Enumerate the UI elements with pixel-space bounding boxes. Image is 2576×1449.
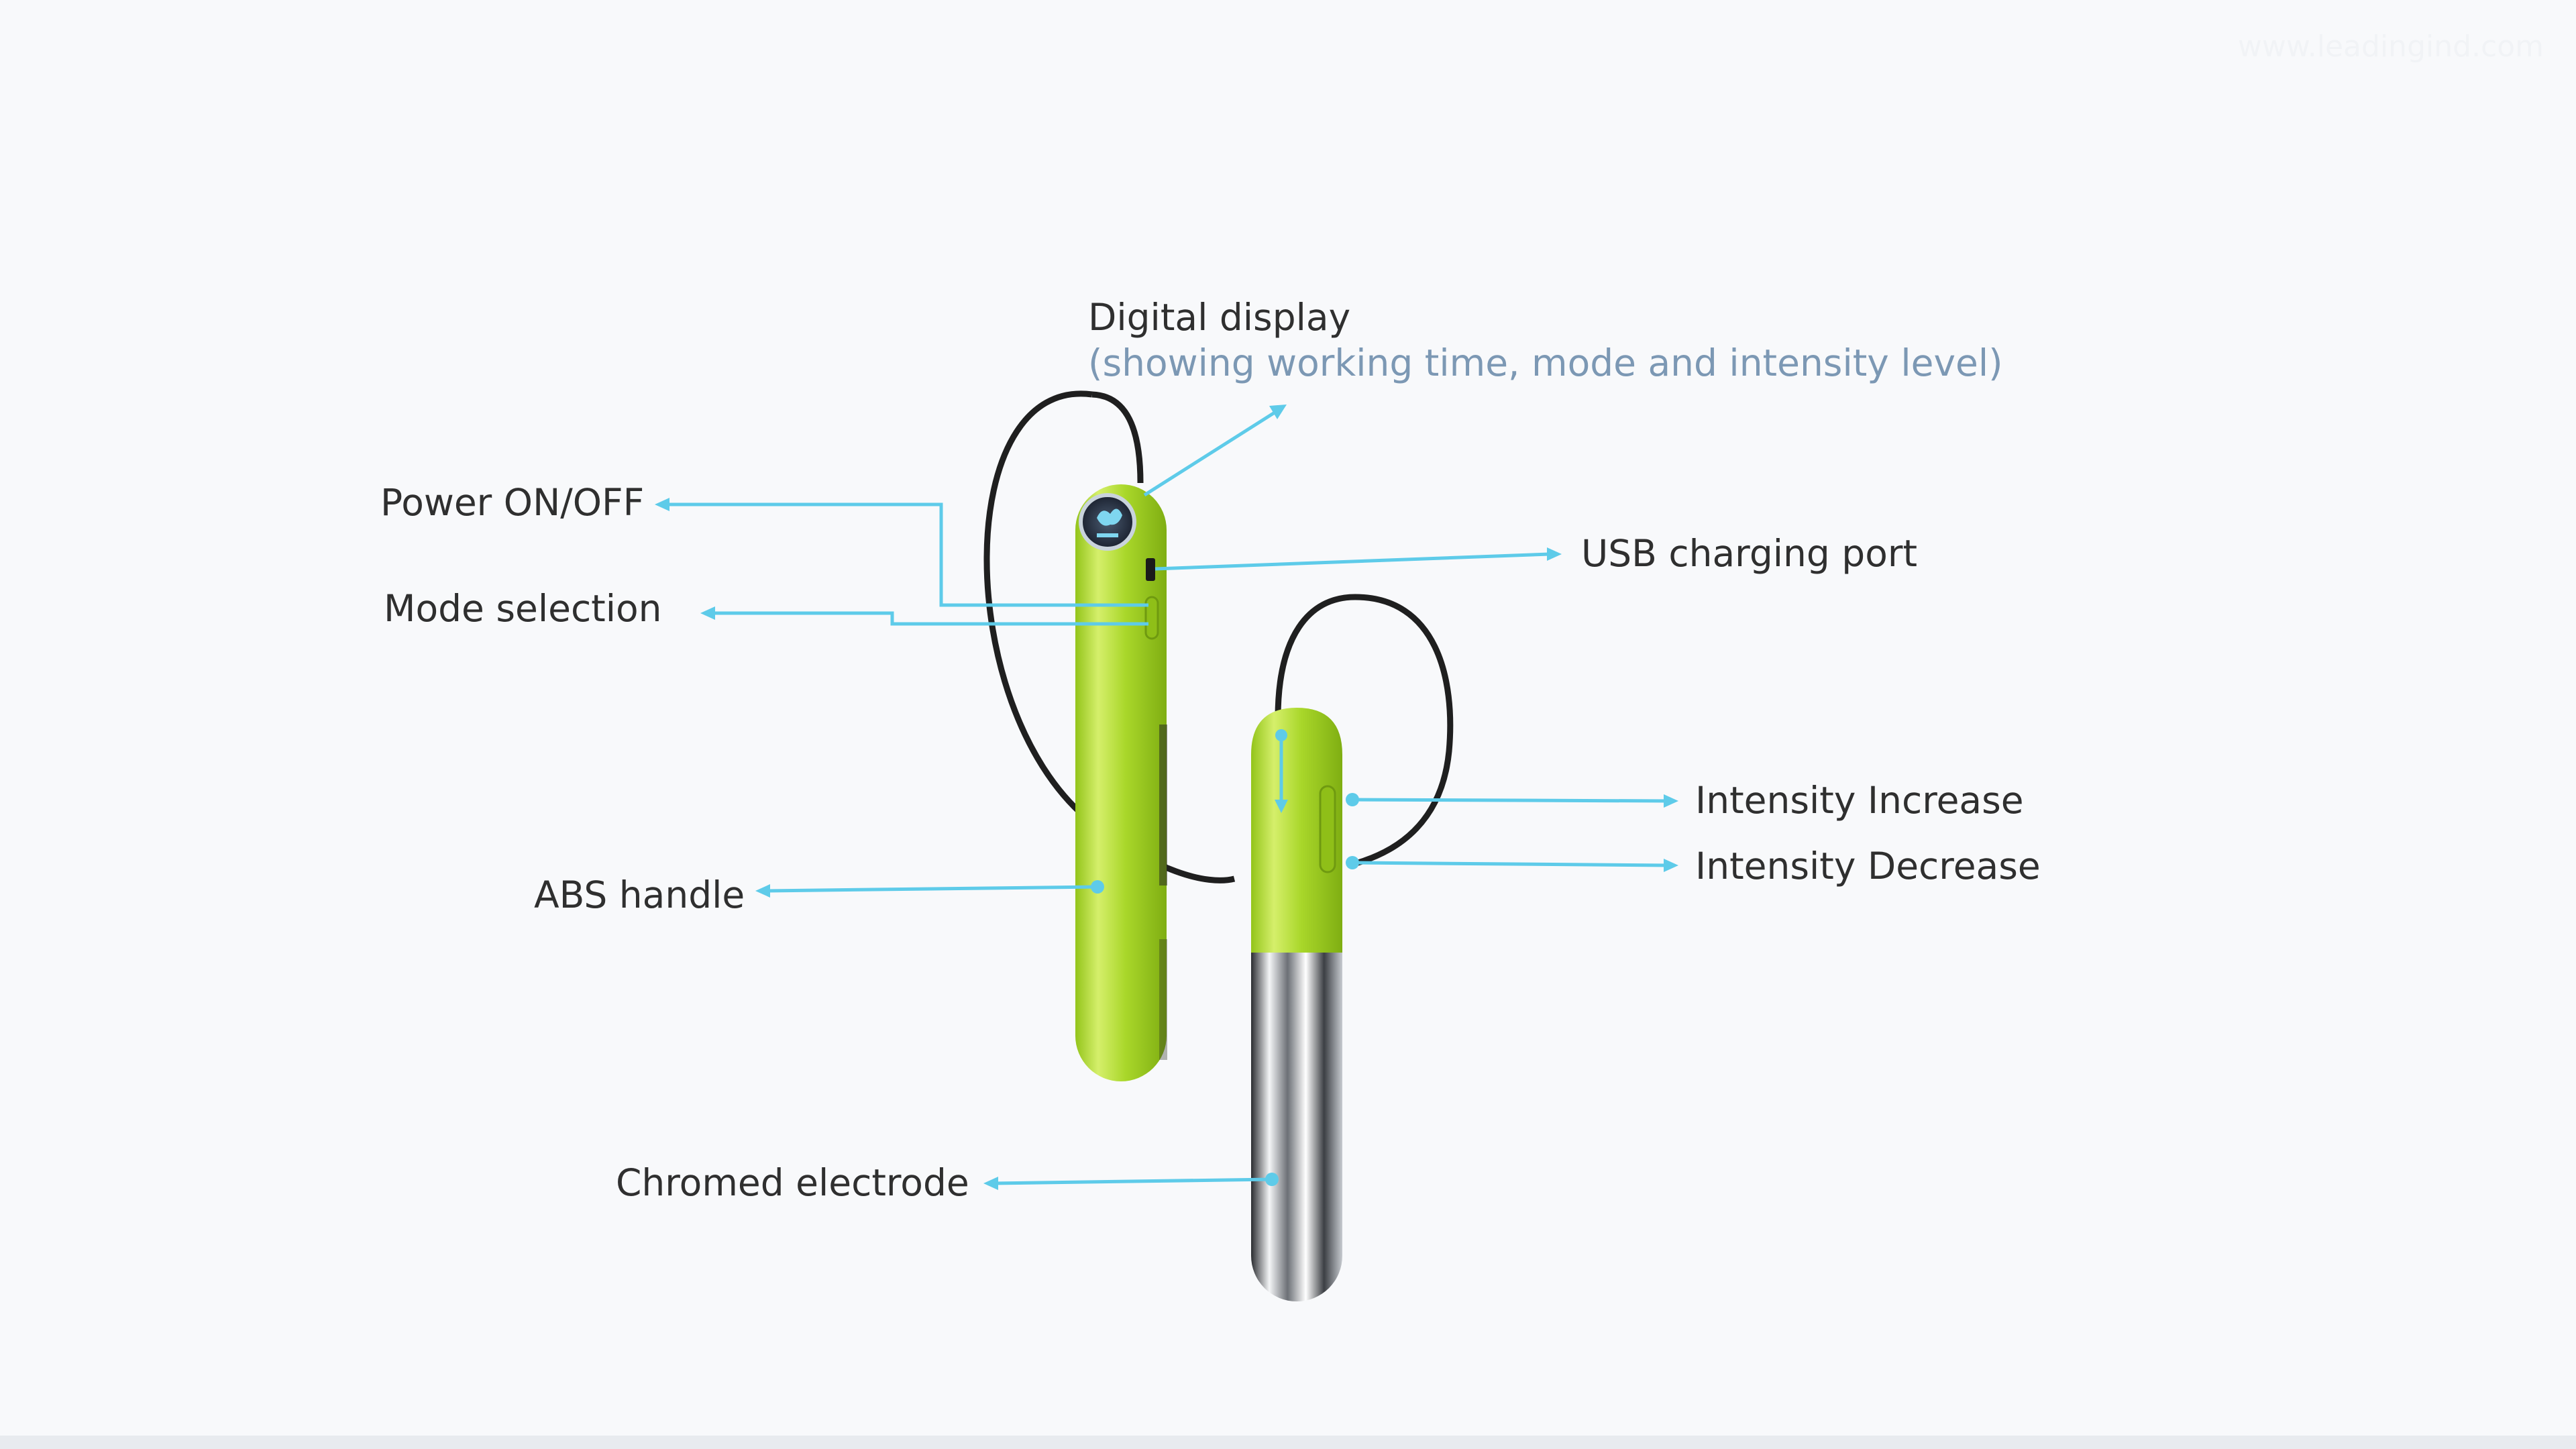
callout-power xyxy=(664,502,1148,607)
callout-digital-display xyxy=(1143,411,1276,497)
arrowhead-usb xyxy=(1547,547,1562,561)
label-abs-handle: ABS handle xyxy=(534,873,745,916)
arrowhead-power xyxy=(655,498,669,511)
callout-intensity-increase xyxy=(1349,798,1670,803)
arrowhead-abs-handle xyxy=(755,884,770,898)
label-digital-display-sub: (showing working time, mode and intensit… xyxy=(1088,341,2003,384)
watermark: www.leadingind.com xyxy=(2237,30,2544,64)
right-cable xyxy=(1275,594,1454,869)
label-digital-display: Digital display xyxy=(1088,296,1351,339)
left-handle xyxy=(1075,484,1167,1081)
label-mode: Mode selection xyxy=(384,587,662,630)
callout-electrode xyxy=(992,1177,1273,1185)
display-icon xyxy=(1097,508,1122,526)
right-electrode xyxy=(1251,872,1342,1301)
power-button xyxy=(1144,596,1159,640)
arrowhead-cable-joint xyxy=(1275,800,1288,813)
callout-abs-handle xyxy=(764,885,1098,893)
label-intensity-decrease: Intensity Decrease xyxy=(1695,845,2041,888)
arrowhead-electrode xyxy=(983,1177,998,1190)
arrowhead-digital-display xyxy=(1269,405,1287,419)
usb-port xyxy=(1146,558,1155,581)
right-handle xyxy=(1251,708,1342,953)
left-cable-top xyxy=(1091,391,1144,484)
footer-bar xyxy=(0,1436,2576,1449)
callout-usb xyxy=(1155,552,1550,571)
label-usb: USB charging port xyxy=(1581,532,1918,575)
arrowhead-intensity-decrease xyxy=(1664,859,1678,872)
intensity-buttons xyxy=(1319,785,1336,873)
label-intensity-increase: Intensity Increase xyxy=(1695,779,2024,822)
label-electrode: Chromed electrode xyxy=(616,1161,969,1204)
left-cable xyxy=(983,390,1236,883)
arrowhead-intensity-increase xyxy=(1664,794,1678,808)
callout-mode xyxy=(710,611,1148,626)
callout-intensity-decrease xyxy=(1352,861,1670,867)
label-power: Power ON/OFF xyxy=(380,481,645,524)
arrowhead-mode xyxy=(700,606,715,620)
